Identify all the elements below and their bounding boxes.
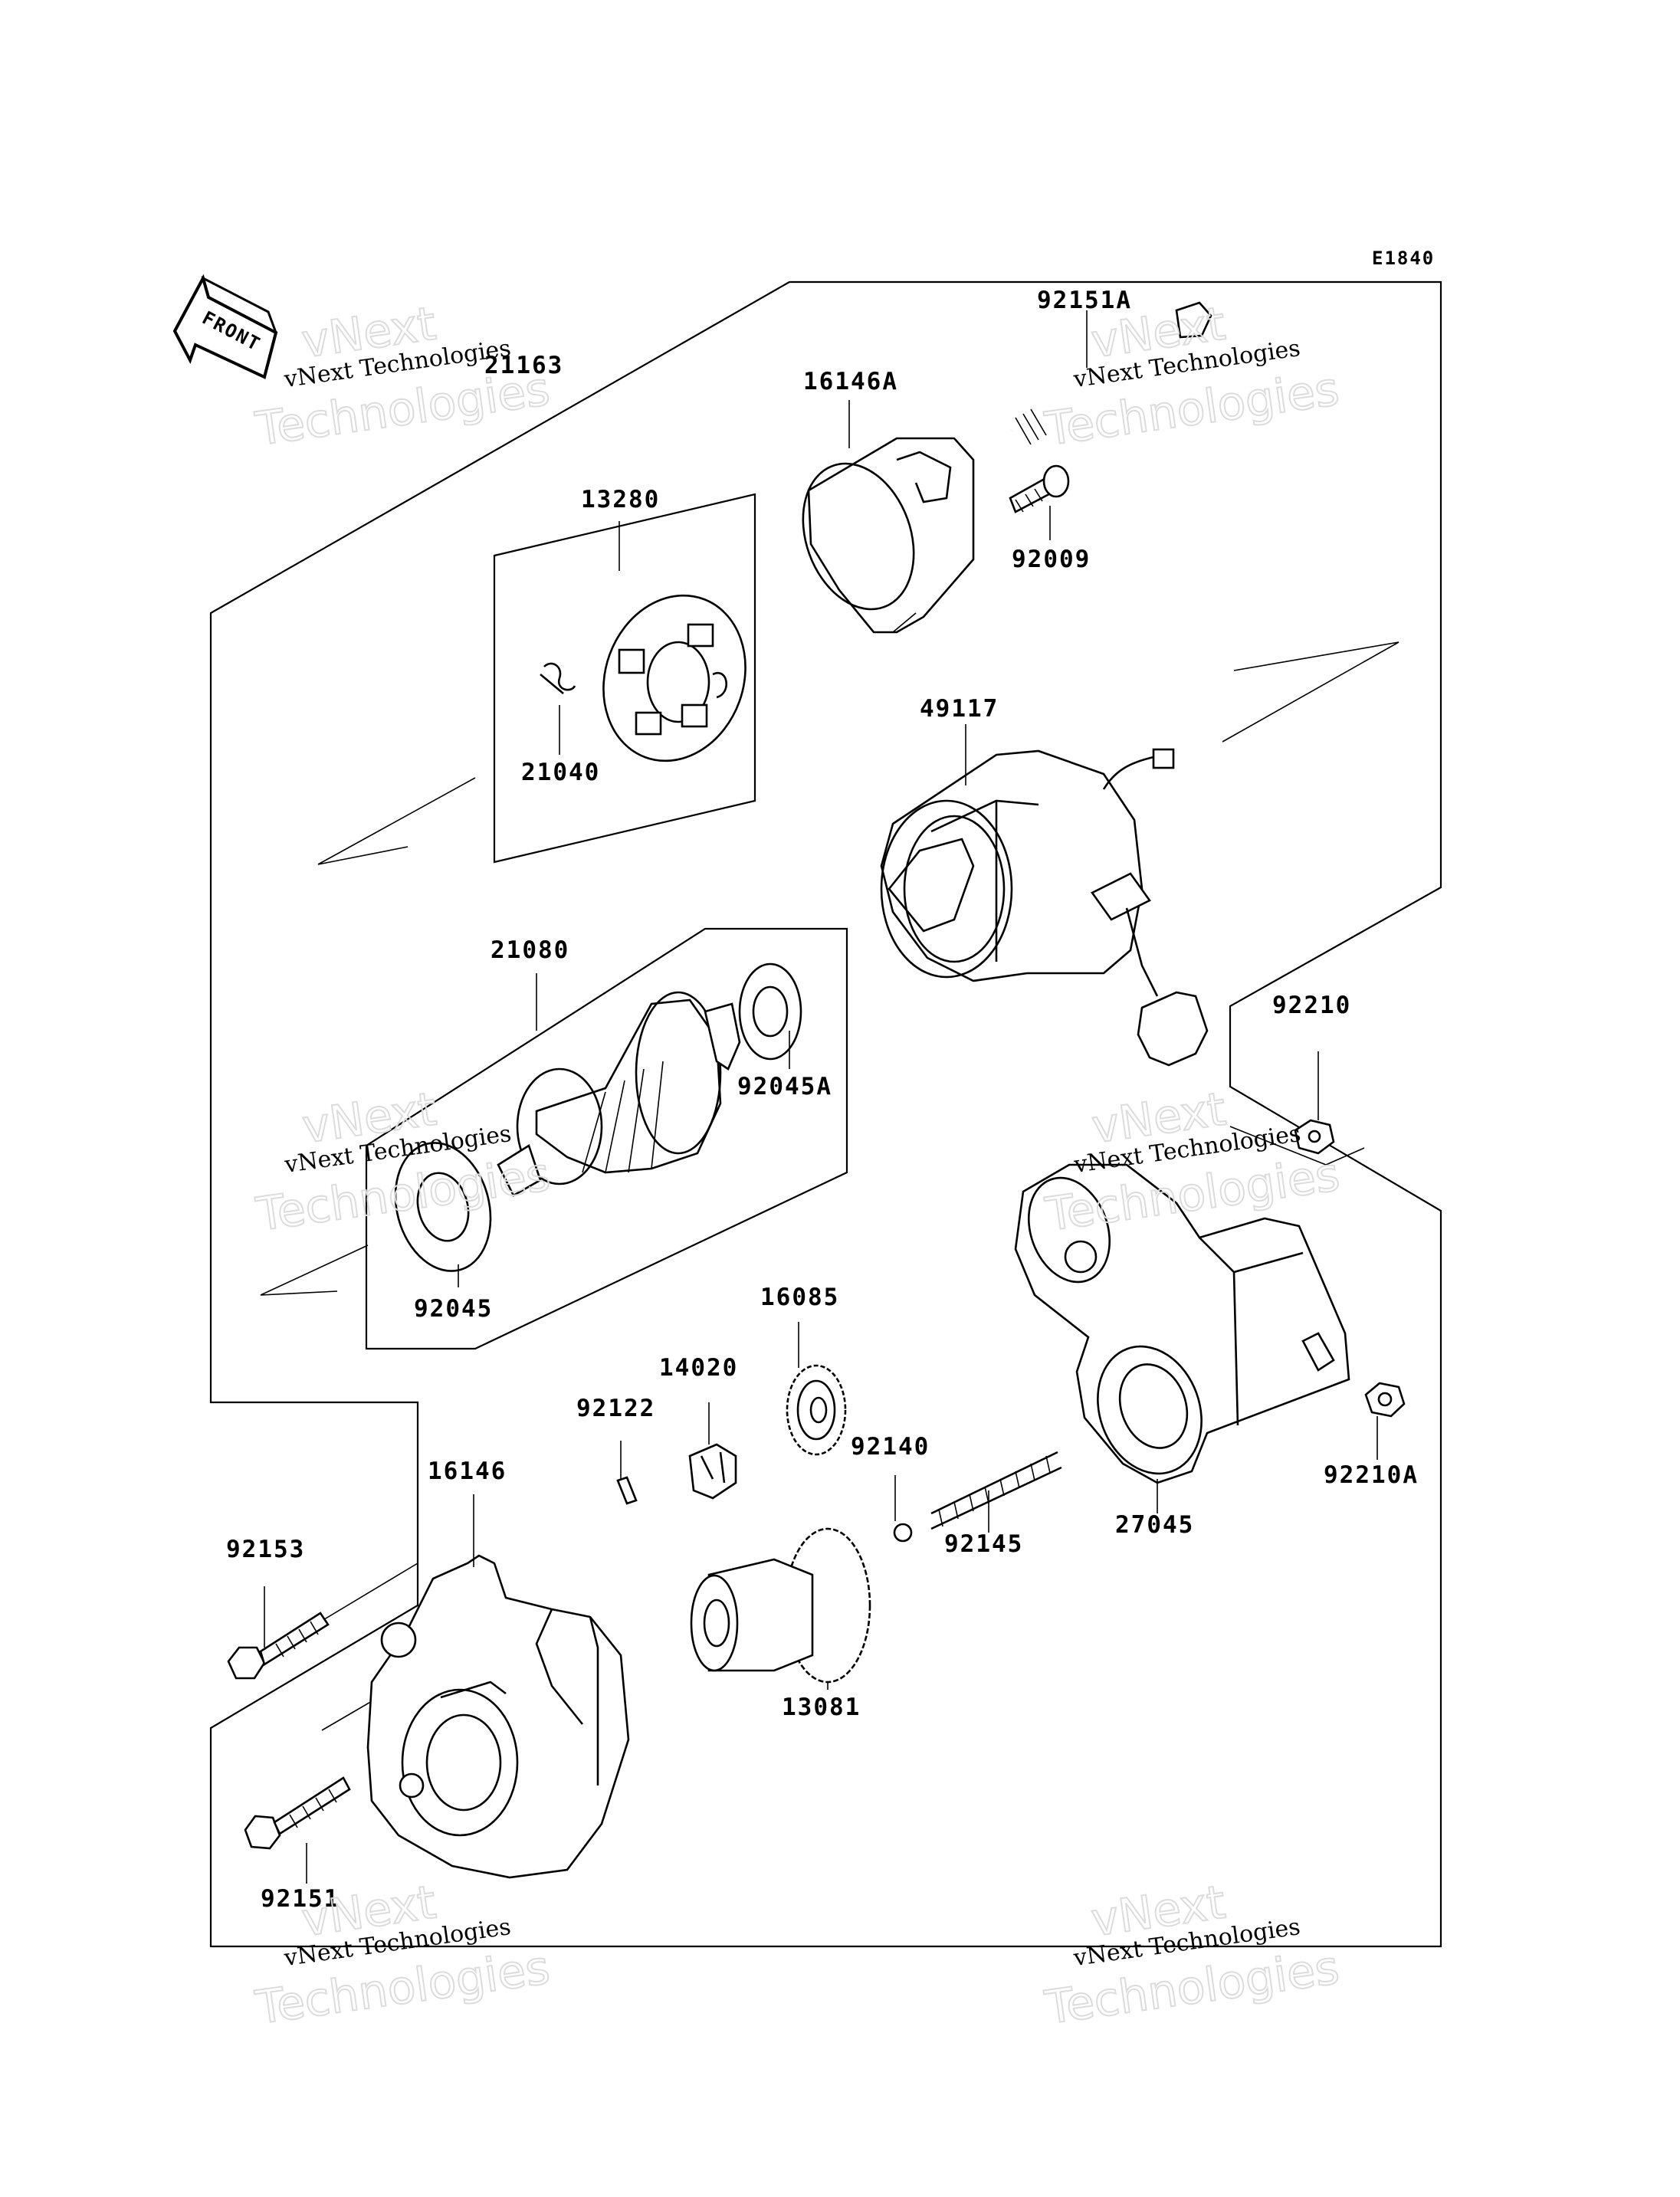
label-92210A: 92210A xyxy=(1324,1461,1419,1489)
label-13280: 13280 xyxy=(581,486,660,513)
label-92145: 92145 xyxy=(944,1530,1023,1558)
guide-arrow-left-lower xyxy=(260,1244,369,1296)
part-92210-nut xyxy=(1294,1119,1335,1155)
leader-lines xyxy=(264,310,1378,1884)
label-92045A: 92045A xyxy=(737,1073,832,1100)
part-27045-switch xyxy=(1014,1163,1350,1484)
part-92009-screw xyxy=(1009,464,1070,513)
watermark-top-left: vNext vNext Technologies Technologies xyxy=(251,297,553,457)
part-92153-bolt xyxy=(227,1612,330,1680)
label-13081: 13081 xyxy=(782,1694,861,1721)
part-92210A-nut xyxy=(1364,1382,1406,1418)
label-16085: 16085 xyxy=(760,1284,839,1311)
label-16146: 16146 xyxy=(428,1458,507,1485)
part-14020-retainer xyxy=(688,1443,737,1500)
part-49117-yoke xyxy=(880,748,1209,1067)
label-92045: 92045 xyxy=(414,1295,493,1323)
label-92140: 92140 xyxy=(851,1433,930,1461)
front-arrow-icon: FRONT xyxy=(172,274,278,379)
part-92151-bolt xyxy=(244,1776,351,1850)
part-92140-ball xyxy=(893,1523,913,1543)
part-21080-armature xyxy=(497,991,741,1197)
guide-arrow-left-upper xyxy=(317,777,476,865)
guide-line-92153 xyxy=(321,1562,418,1622)
armature-box xyxy=(365,927,848,1350)
label-92009: 92009 xyxy=(1012,546,1091,573)
watermark-bottom-right: vNext vNext Technologies Technologies xyxy=(1041,1875,1343,2036)
part-92145-spring xyxy=(930,1451,1062,1530)
part-13081-clutch xyxy=(690,1527,871,1684)
diagram-code: E1840 xyxy=(1372,248,1435,269)
label-92153: 92153 xyxy=(226,1536,305,1563)
label-16146A: 16146A xyxy=(803,368,898,395)
part-16146-housing xyxy=(366,1554,630,1879)
label-14020: 14020 xyxy=(659,1354,738,1382)
part-16146A-cover xyxy=(802,437,975,634)
label-21040: 21040 xyxy=(521,759,600,786)
label-21163: 21163 xyxy=(484,352,563,379)
guide-line-92210 xyxy=(1229,1126,1365,1166)
part-21040-clip xyxy=(540,662,576,694)
label-21080: 21080 xyxy=(491,936,569,964)
brush-holder-box xyxy=(493,493,756,864)
label-92151: 92151 xyxy=(261,1885,340,1913)
part-13280-brush-holder xyxy=(602,594,746,762)
part-92122-pin xyxy=(616,1476,638,1505)
label-49117: 49117 xyxy=(920,695,999,723)
part-92045A-bearing xyxy=(738,962,802,1061)
label-92151A: 92151A xyxy=(1037,287,1132,314)
label-27045: 27045 xyxy=(1115,1511,1194,1539)
label-92210: 92210 xyxy=(1272,992,1351,1019)
label-92122: 92122 xyxy=(576,1395,655,1422)
watermark-mid-right: vNext vNext Technologies Technologies xyxy=(1042,1081,1344,1242)
assembly-outline xyxy=(209,280,1442,1948)
watermark-mid-left: vNext vNext Technologies Technologies xyxy=(252,1081,554,1242)
part-92045-bearing xyxy=(394,1142,492,1272)
part-16085-gear xyxy=(786,1364,847,1456)
guide-arrow-right-upper xyxy=(1222,641,1399,743)
part-92151A-bolt xyxy=(1010,301,1212,445)
